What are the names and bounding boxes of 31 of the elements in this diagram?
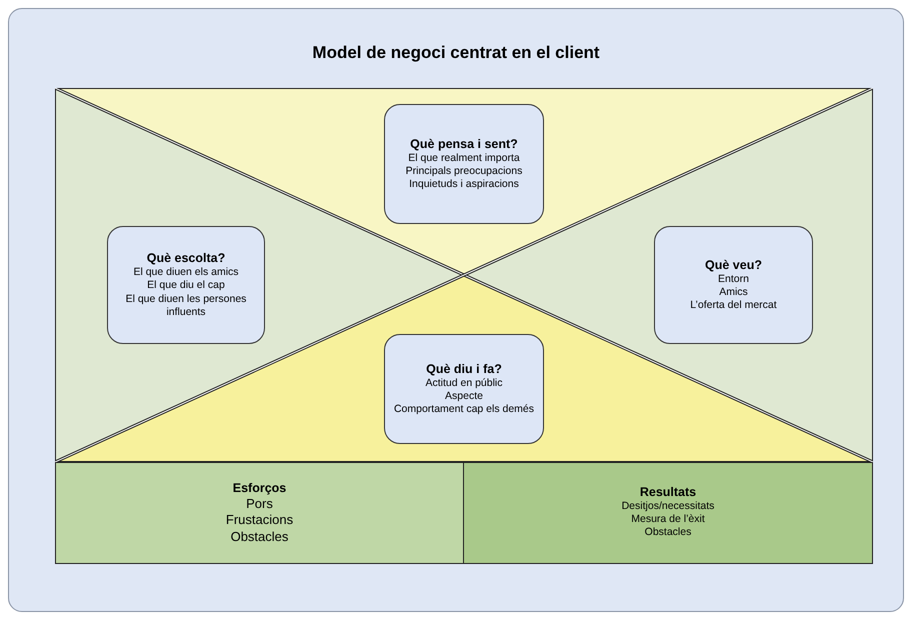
section-item: Obstacles [230,528,288,545]
section-item: Obstacles [644,526,692,540]
section-item: Frustacions [226,512,294,529]
summary-panel [463,462,873,564]
section-item: Comportament cap els demés [394,403,534,416]
section-item: Pors [246,496,273,512]
section-item: Aspecte [445,390,483,404]
topic-card [654,226,813,344]
section-item: Entorn [718,272,749,286]
section-item: El que diuen les persones influents [124,292,248,319]
section-heading: Esforços [232,481,286,496]
section-item: Desitjos/necessitats [622,500,714,514]
section-heading: Què pensa i sent? [410,136,518,152]
section-item: Principals preocupacions [406,164,522,178]
section-heading: Què diu i fa? [426,362,502,377]
section-item: Mesura de l’èxit [631,513,705,526]
section-item: El que realment importa [408,152,520,165]
section-item: El que diu el cap [147,279,225,292]
section-item: Amics [719,286,748,300]
section-item: L’oferta del mercat [690,299,777,312]
diagram-title: Model de negoci centrat en el client [311,43,601,63]
summary-panel [55,462,464,564]
section-heading: Què escolta? [146,251,226,266]
section-item: El que diuen els amics [133,266,239,280]
section-heading: Resultats [640,485,696,500]
section-heading: Què veu? [705,258,762,273]
topic-card [107,226,265,344]
section-item: Actitud en públic [425,376,503,390]
topic-card [384,334,544,444]
section-item: Inquietuds i aspiracions [409,178,519,192]
topic-card [384,104,544,224]
